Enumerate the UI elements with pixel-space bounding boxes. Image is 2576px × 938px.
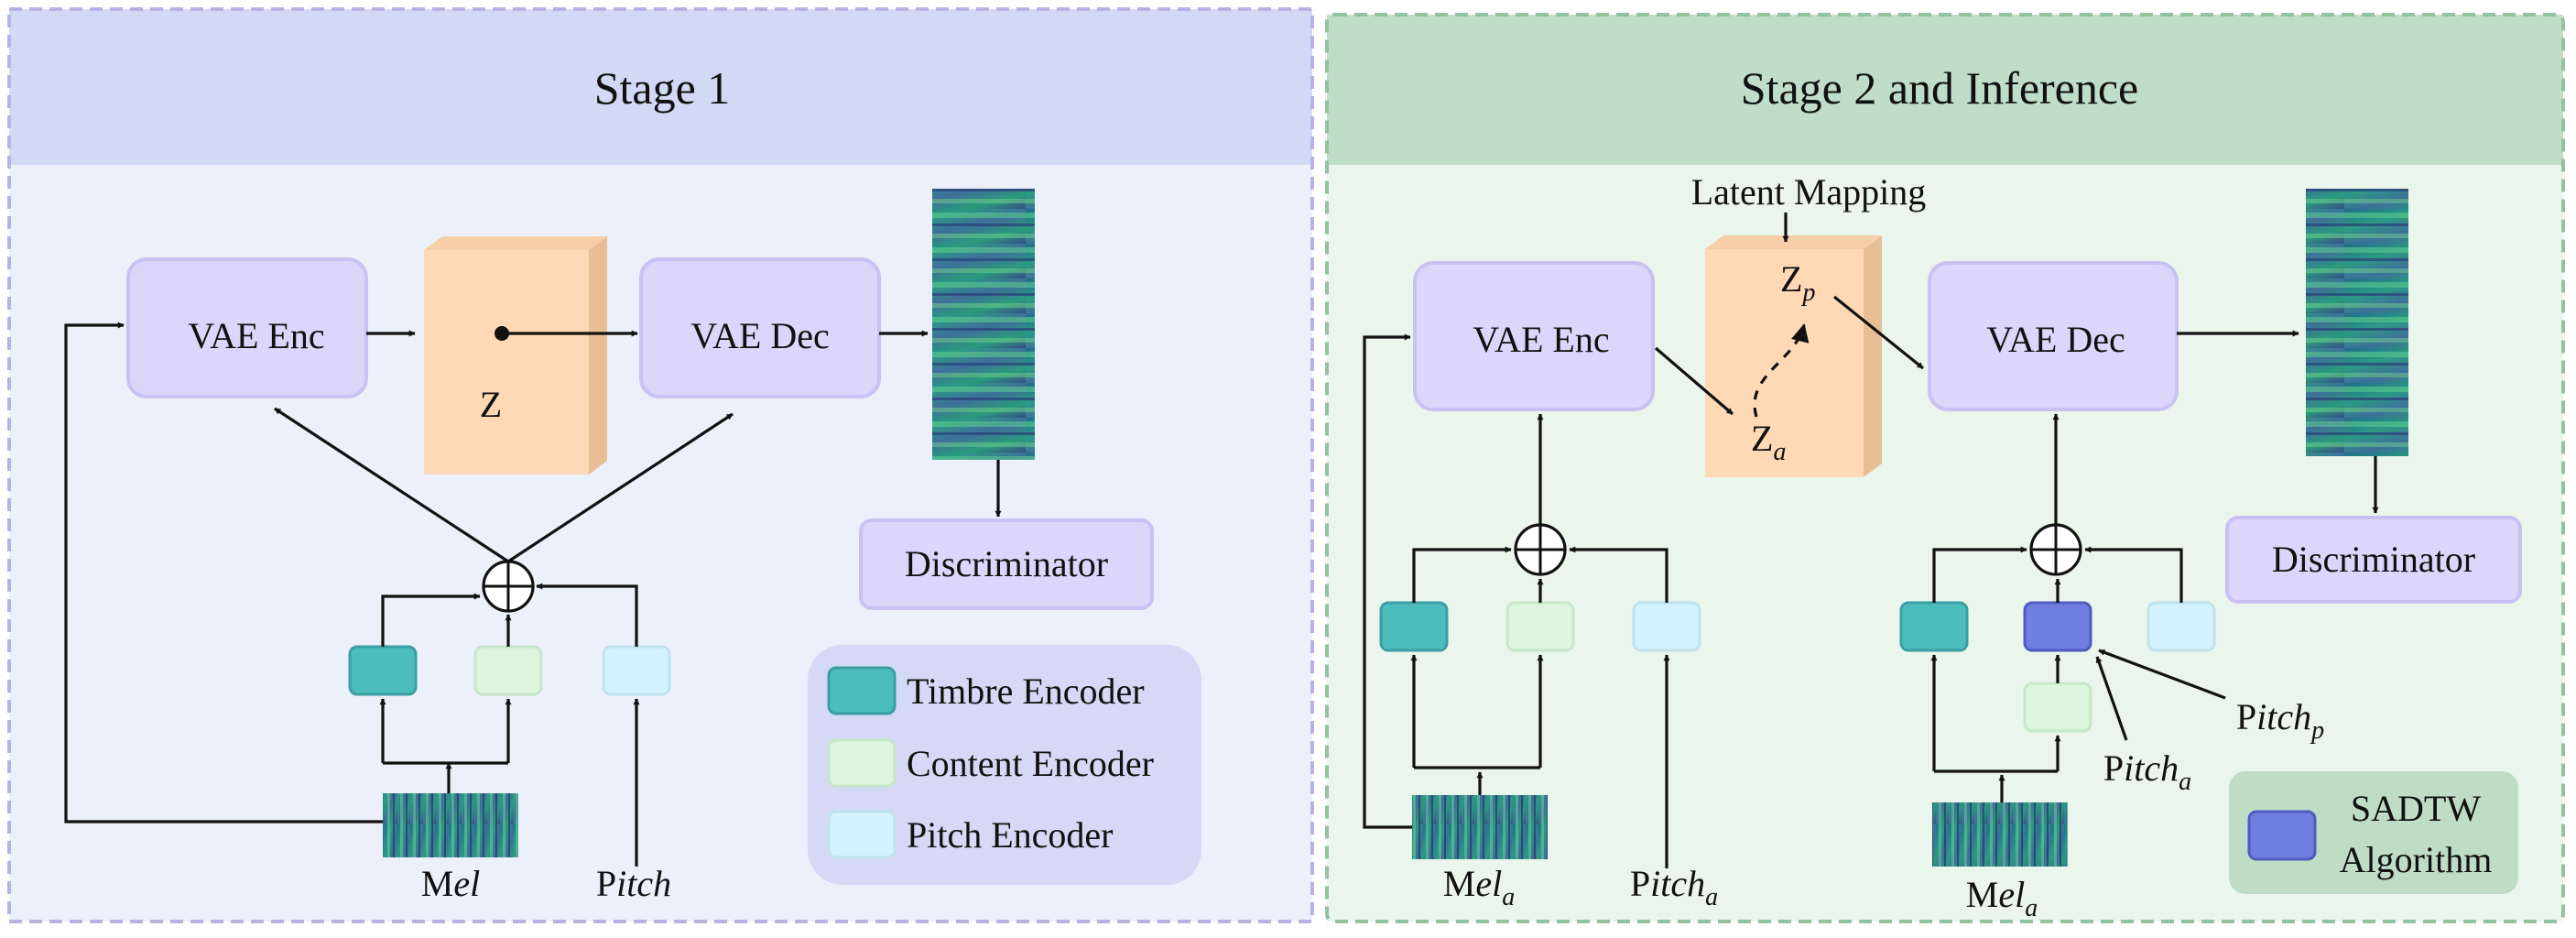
vae-dec-label-2: VAE Dec	[1986, 319, 2125, 360]
pitch-encoder-box-2a	[1632, 601, 1701, 652]
stage1-panel: Stage 1 VAE Enc Z VAE Dec Discriminator	[7, 7, 1314, 923]
sadtw-legend-swatch	[2247, 810, 2317, 861]
mel-label: Mel	[421, 863, 480, 904]
legend-content-swatch	[827, 738, 897, 788]
vae-enc-box-2	[1413, 261, 1655, 411]
legend-pitch-label: Pitch Encoder	[907, 814, 1114, 856]
sum-node	[482, 560, 535, 613]
vae-dec-box-2	[1928, 261, 2179, 411]
content-encoder-box	[473, 645, 543, 696]
mel-a-label-right: Mela	[1966, 874, 2038, 922]
pitch-p-label: Pitchp	[2236, 696, 2324, 745]
stage2-title: Stage 2 and Inference	[1741, 62, 2139, 114]
sadtw-box	[2023, 601, 2092, 652]
mel-a-spectrogram-right	[1932, 802, 2068, 867]
stage2-header	[1327, 15, 2563, 165]
timbre-encoder-box-2a	[1379, 601, 1449, 652]
content-encoder-box-2a	[1505, 601, 1575, 652]
vae-dec-label: VAE Dec	[690, 315, 829, 356]
mel-spectrogram	[383, 793, 518, 857]
stage2-connections	[1363, 213, 2379, 868]
legend-pitch-swatch	[827, 810, 897, 859]
discriminator-label: Discriminator	[905, 543, 1108, 584]
pitch-label: Pitch	[596, 863, 671, 904]
vae-enc-label-2: VAE Enc	[1473, 319, 1609, 360]
discriminator-label-2: Discriminator	[2272, 539, 2475, 580]
mel-a-spectrogram-left	[1412, 795, 1548, 859]
sadtw-legend-line2: Algorithm	[2340, 839, 2493, 880]
z-a-label: Za	[1751, 418, 1786, 466]
stage2-border	[1325, 13, 2565, 923]
pitch-encoder-box-2b	[2147, 601, 2216, 652]
legend-timbre-label: Timbre Encoder	[907, 671, 1145, 712]
legend-content-label: Content Encoder	[907, 743, 1154, 784]
mel-a-label-left: Mela	[1443, 863, 1515, 911]
stage1-border	[7, 7, 1314, 923]
sum-node-left	[1514, 523, 1567, 576]
vae-enc-label: VAE Enc	[188, 315, 324, 356]
sadtw-legend-panel	[2229, 771, 2518, 894]
output-spectrogram	[932, 189, 1035, 460]
legend-panel	[808, 645, 1201, 885]
timbre-encoder-box-2b	[1899, 601, 1969, 652]
pitch-encoder-box	[602, 645, 671, 696]
pitch-a-label-left: Pitcha	[1630, 863, 1718, 911]
z-p-label: Zp	[1780, 258, 1815, 307]
sum-node-right	[2029, 523, 2082, 576]
sadtw-legend-line1: SADTW	[2351, 788, 2481, 829]
discriminator-box-2	[2225, 516, 2522, 604]
latent-mapping-box	[1705, 235, 1882, 477]
timbre-encoder-box	[348, 645, 418, 696]
legend-timbre-swatch	[827, 666, 897, 715]
pitch-a-label-right: Pitcha	[2103, 747, 2191, 796]
stage1-header	[9, 9, 1312, 165]
vae-dec-box	[639, 257, 881, 398]
discriminator-box	[859, 518, 1154, 610]
stage1-title: Stage 1	[594, 62, 731, 114]
vae-enc-box	[126, 257, 368, 398]
output-spectrogram-2	[2306, 189, 2408, 456]
content-encoder-box-2b	[2023, 682, 2092, 733]
latent-z-box	[424, 236, 607, 474]
latent-z-label: Z	[480, 384, 502, 425]
stage1-connections	[64, 322, 1002, 867]
latent-mapping-label: Latent Mapping	[1691, 171, 1927, 213]
stage2-panel: Stage 2 and Inference Latent Mapping VAE…	[1325, 13, 2565, 923]
